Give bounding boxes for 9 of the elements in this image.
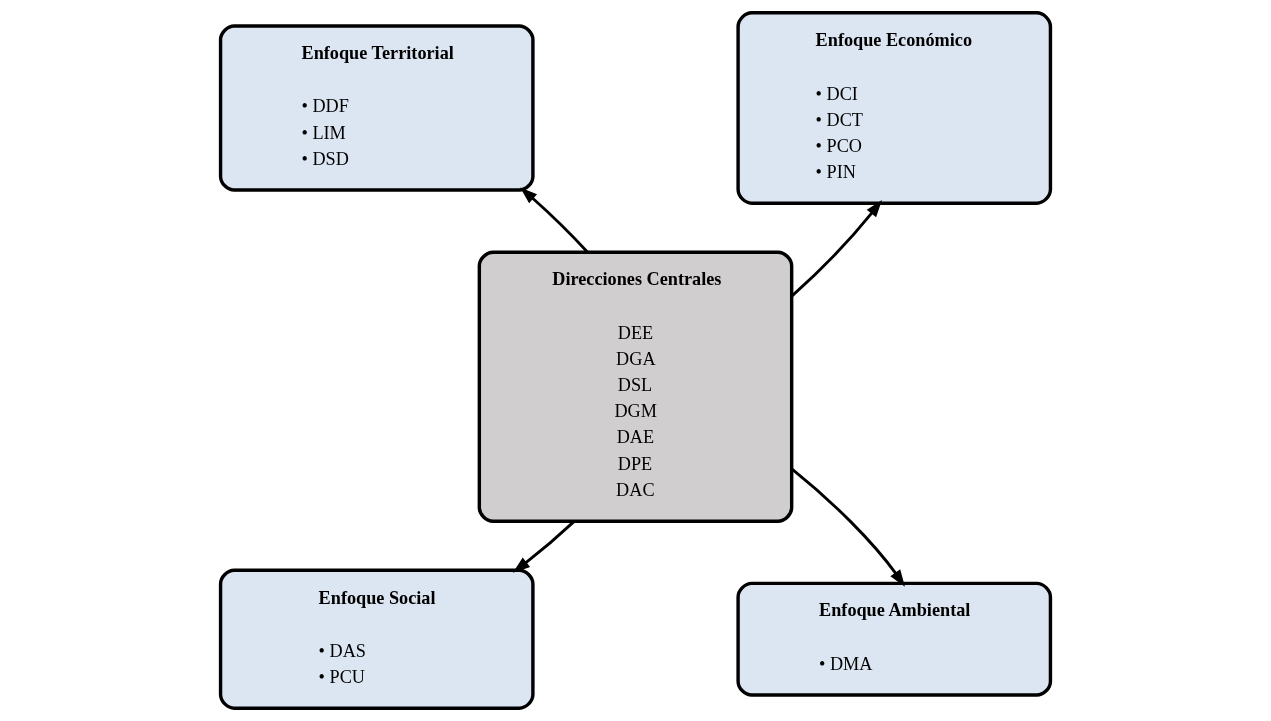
arrow [512, 520, 576, 573]
arrow [791, 468, 905, 587]
node-box: Enfoque Económico • DCI • DCT • PCO • PIN [736, 11, 1053, 205]
node-box: Enfoque Social • DAS • PCU [218, 568, 535, 710]
arrow [520, 187, 589, 253]
node-box: Enfoque Ambiental • DMA [736, 581, 1053, 697]
arrow [791, 200, 882, 297]
node-box: Enfoque Territorial • DDF • LIM • DSD [218, 24, 535, 192]
node-box: Direcciones Centrales DEE DGA DSL DGM DAE DPE DAC [477, 250, 794, 523]
